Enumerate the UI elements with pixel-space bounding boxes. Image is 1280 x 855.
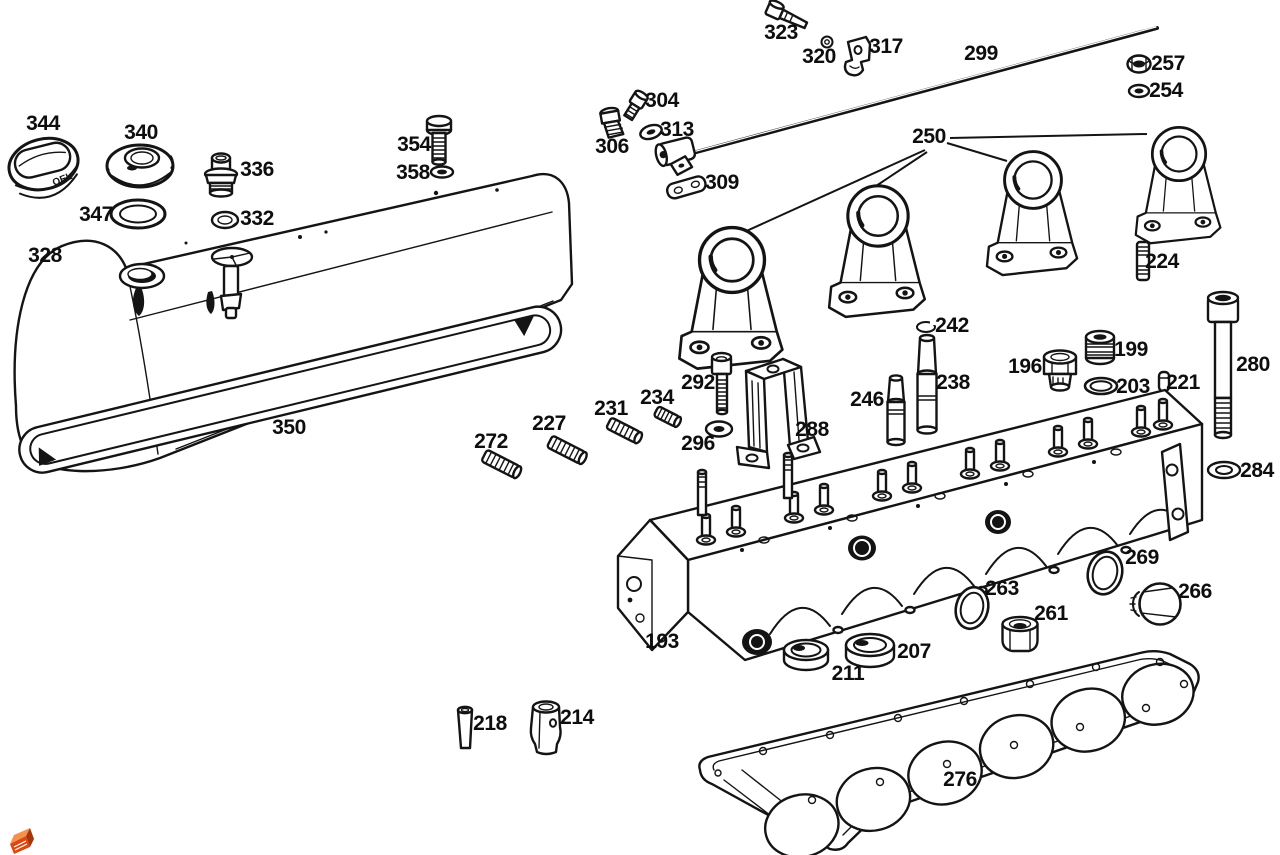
- tube-218-drawing: [456, 705, 474, 750]
- head-gasket-276-drawing: [698, 650, 1200, 855]
- valve-cover-328-drawing: [13, 173, 574, 473]
- logo-side-face: [26, 828, 34, 847]
- cup-plug-199-drawing: [1084, 329, 1116, 366]
- valve-guide-246-drawing: [886, 374, 906, 447]
- bracket-288-drawing: [735, 357, 822, 470]
- bracket-plate-309-drawing: [665, 175, 707, 200]
- oil-pipe-299-drawing: [654, 26, 1159, 176]
- cover-gasket-350-drawing: [18, 305, 563, 474]
- logo-top-face: [10, 828, 30, 844]
- stud-234-drawing: [653, 405, 683, 429]
- ring-207-drawing: [844, 632, 896, 669]
- washer-313-drawing: [639, 123, 663, 141]
- stud-227-drawing: [546, 435, 588, 466]
- snap-ring-242-drawing: [916, 318, 937, 333]
- bolt-304-drawing: [623, 89, 649, 122]
- leader-line-250: [741, 149, 926, 234]
- ring-211-drawing: [782, 638, 830, 672]
- washer-254-drawing: [1127, 83, 1151, 99]
- clamp-317-drawing: [843, 35, 872, 77]
- stud-272-drawing: [481, 449, 523, 480]
- cylinder-head-193-drawing: [616, 388, 1204, 662]
- callout-250-leader-lines: [741, 133, 1148, 234]
- leader-line-250: [949, 133, 1148, 139]
- stud-231-drawing: [605, 417, 644, 445]
- cap-214-drawing: [529, 700, 562, 756]
- seal-ring-347-drawing: [109, 198, 167, 230]
- washer-296-drawing: [704, 420, 734, 438]
- cap-nut-261-drawing: [1001, 615, 1039, 653]
- washer-358-drawing: [429, 165, 455, 179]
- seal-ring-332-drawing: [210, 210, 240, 230]
- screw-plug-266-drawing: [1129, 582, 1182, 626]
- washer-320-drawing: [820, 35, 834, 49]
- vent-fitting-336-drawing: [203, 152, 239, 198]
- bolt-354-drawing: [425, 114, 453, 166]
- stud-224-drawing: [1135, 240, 1151, 282]
- leader-line-250: [946, 142, 1008, 162]
- seal-ring-203-drawing: [1083, 376, 1119, 396]
- bolt-292-drawing: [710, 351, 733, 416]
- oring-269-drawing: [1086, 550, 1124, 596]
- brand-logo: [10, 828, 34, 854]
- plug-306-drawing: [599, 106, 625, 139]
- bolt-323-drawing: [764, 0, 809, 30]
- oring-263-drawing: [954, 585, 990, 631]
- valve-guide-238-drawing: [916, 333, 938, 435]
- head-bolt-280-drawing: [1206, 290, 1240, 440]
- oil-filler-cap-344-drawing: OEL: [7, 136, 80, 199]
- nut-257-drawing: [1126, 54, 1152, 74]
- cap-340-drawing: [105, 143, 175, 189]
- threaded-plug-196-drawing: [1042, 349, 1078, 392]
- washer-284-drawing: [1206, 460, 1242, 480]
- rocker-towers-250-drawing: [679, 125, 1223, 368]
- pin-221-drawing: [1157, 370, 1171, 393]
